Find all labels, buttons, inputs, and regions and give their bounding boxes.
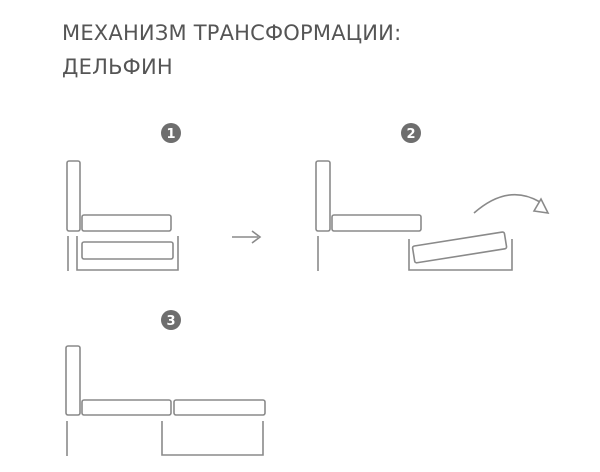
title-line-1: МЕХАНИЗМ ТРАНСФОРМАЦИИ: [62,21,402,45]
title-line-2: ДЕЛЬФИН [62,55,173,79]
step-1-badge-circle [161,123,181,143]
step-1-sofa-seat [81,214,172,232]
step-2-badge-circle [401,123,421,143]
step-1-hidden-block [81,241,174,260]
step-1-number: 1 [166,127,175,142]
step-1-sofa-back [66,160,81,232]
step-1-base-box [76,236,179,271]
step-3-number: 3 [166,314,175,329]
curved-arrow-icon [473,193,550,215]
step-1: 1 [66,123,181,271]
step-2-rising-block [411,231,508,264]
step-2-sofa-seat [331,214,422,232]
step-2-number: 2 [406,127,415,142]
step-2-badge: 2 [401,123,421,143]
step-3-extended-block [173,399,266,416]
step-2-sofa-back [315,160,331,232]
step-3-sofa-seat [81,399,172,416]
step-2-pulled-base [408,239,513,271]
page-title: МЕХАНИЗМ ТРАНСФОРМАЦИИ: ДЕЛЬФИН [62,16,401,84]
step-2: 2 [315,123,550,271]
step-1-badge: 1 [161,123,181,143]
step-3: 3 [65,310,266,456]
arrow-right-icon [232,230,262,244]
step-3-sofa-back [65,345,81,416]
step-3-base-box [161,421,264,456]
step-3-badge-circle [161,310,181,330]
step-3-badge: 3 [161,310,181,330]
